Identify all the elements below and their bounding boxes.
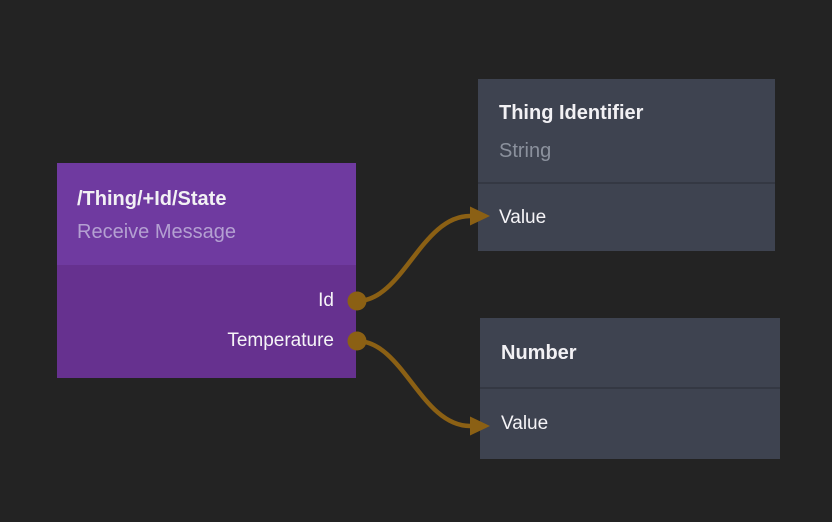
node-outputs: Id Temperature	[57, 265, 356, 378]
node-title: Number	[501, 341, 577, 364]
input-label-value: Value	[499, 206, 547, 228]
output-label-id: Id	[318, 290, 334, 311]
output-row-temperature[interactable]: Temperature	[227, 321, 334, 361]
node-number[interactable]: Number Value	[480, 318, 780, 459]
node-title: Thing Identifier	[499, 102, 644, 124]
node-title: /Thing/+Id/State	[77, 188, 227, 210]
input-row-value[interactable]: Value	[480, 387, 780, 459]
wire-temperature-to-number[interactable]	[354, 338, 473, 429]
output-label-temperature: Temperature	[227, 330, 334, 351]
node-subtitle: Receive Message	[77, 221, 236, 243]
node-subtitle: String	[499, 140, 552, 162]
node-header: Number	[480, 318, 780, 387]
output-row-id[interactable]: Id	[318, 281, 334, 321]
node-thing-identifier[interactable]: Thing Identifier String Value	[478, 79, 775, 251]
node-header: /Thing/+Id/State Receive Message	[57, 163, 356, 265]
input-label-value: Value	[501, 413, 549, 434]
wire-id-to-thing-identifier[interactable]	[354, 213, 473, 304]
node-receive-message[interactable]: /Thing/+Id/State Receive Message Id Temp…	[57, 163, 356, 378]
input-row-value[interactable]: Value	[478, 182, 775, 251]
node-header: Thing Identifier String	[478, 79, 775, 182]
